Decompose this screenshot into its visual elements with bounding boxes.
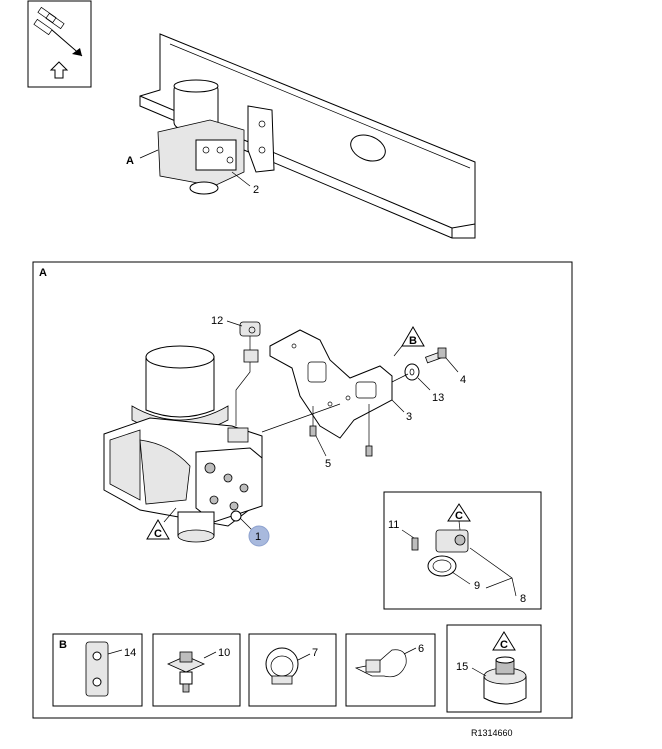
part-box-7 bbox=[248, 633, 337, 707]
part-6-strap bbox=[354, 649, 407, 678]
part-14-number: 14 bbox=[124, 647, 136, 659]
callout-13: 13 bbox=[432, 392, 444, 404]
leader-3 bbox=[391, 399, 405, 413]
bolts-5 bbox=[309, 404, 373, 457]
part-box-c-letter: C bbox=[500, 639, 508, 651]
chassis-overview bbox=[139, 33, 476, 239]
part-12-connector bbox=[239, 321, 261, 363]
plate-14 bbox=[85, 641, 109, 697]
callout-12: 12 bbox=[211, 315, 223, 327]
bolt-4 bbox=[425, 347, 447, 364]
inset-callout-11: 11 bbox=[388, 519, 399, 531]
triangle-marker-b bbox=[393, 326, 425, 357]
part-box-b-letter: B bbox=[59, 639, 67, 651]
triangle-b-label: B bbox=[409, 335, 417, 347]
inset-c-cartridge bbox=[411, 529, 469, 577]
up-arrow-icon bbox=[49, 61, 69, 79]
inset-c-frame bbox=[383, 491, 542, 610]
part-box-b bbox=[52, 633, 143, 707]
part-10-fitting bbox=[167, 651, 205, 693]
callout-5: 5 bbox=[325, 458, 331, 470]
callout-1: 1 bbox=[255, 531, 261, 543]
part-7-clamp bbox=[265, 647, 299, 685]
part-box-c-marker bbox=[492, 631, 516, 651]
leader-9 bbox=[451, 571, 471, 585]
inset-callout-9: 9 bbox=[474, 580, 480, 592]
leader-11 bbox=[401, 529, 415, 539]
detail-panel-title: A bbox=[39, 267, 47, 279]
orientation-icon bbox=[27, 0, 92, 88]
triangle-marker-c bbox=[146, 507, 177, 540]
inset-c-marker bbox=[447, 503, 471, 531]
inset-c-tri-label: C bbox=[455, 510, 463, 522]
part-15-cartridge bbox=[483, 656, 527, 705]
overview-callout-2: 2 bbox=[253, 184, 259, 196]
detail-panel-frame bbox=[32, 261, 573, 719]
part-7-number: 7 bbox=[312, 647, 318, 659]
triangle-c-label: C bbox=[154, 528, 162, 540]
mounting-bracket bbox=[269, 329, 393, 439]
part-6-number: 6 bbox=[418, 643, 424, 655]
part-box-10 bbox=[152, 633, 241, 707]
part-box-6 bbox=[345, 633, 436, 707]
air-dryer-assembly bbox=[103, 345, 263, 543]
overview-callout-a: A bbox=[126, 155, 134, 167]
callout-1-highlight bbox=[248, 525, 270, 547]
part-box-c bbox=[446, 624, 542, 713]
callout-3: 3 bbox=[406, 411, 412, 423]
reference-code: R1314660 bbox=[471, 728, 513, 738]
leader-4 bbox=[445, 357, 459, 373]
leader-13 bbox=[417, 377, 431, 391]
inset-callout-8: 8 bbox=[520, 593, 526, 605]
part-10-number: 10 bbox=[218, 647, 230, 659]
callout-4: 4 bbox=[460, 374, 466, 386]
leader-5 bbox=[315, 435, 327, 457]
washer-13 bbox=[404, 363, 420, 381]
leader-1 bbox=[239, 517, 253, 531]
part-15-number: 15 bbox=[456, 661, 468, 673]
leader-12 bbox=[226, 320, 243, 327]
